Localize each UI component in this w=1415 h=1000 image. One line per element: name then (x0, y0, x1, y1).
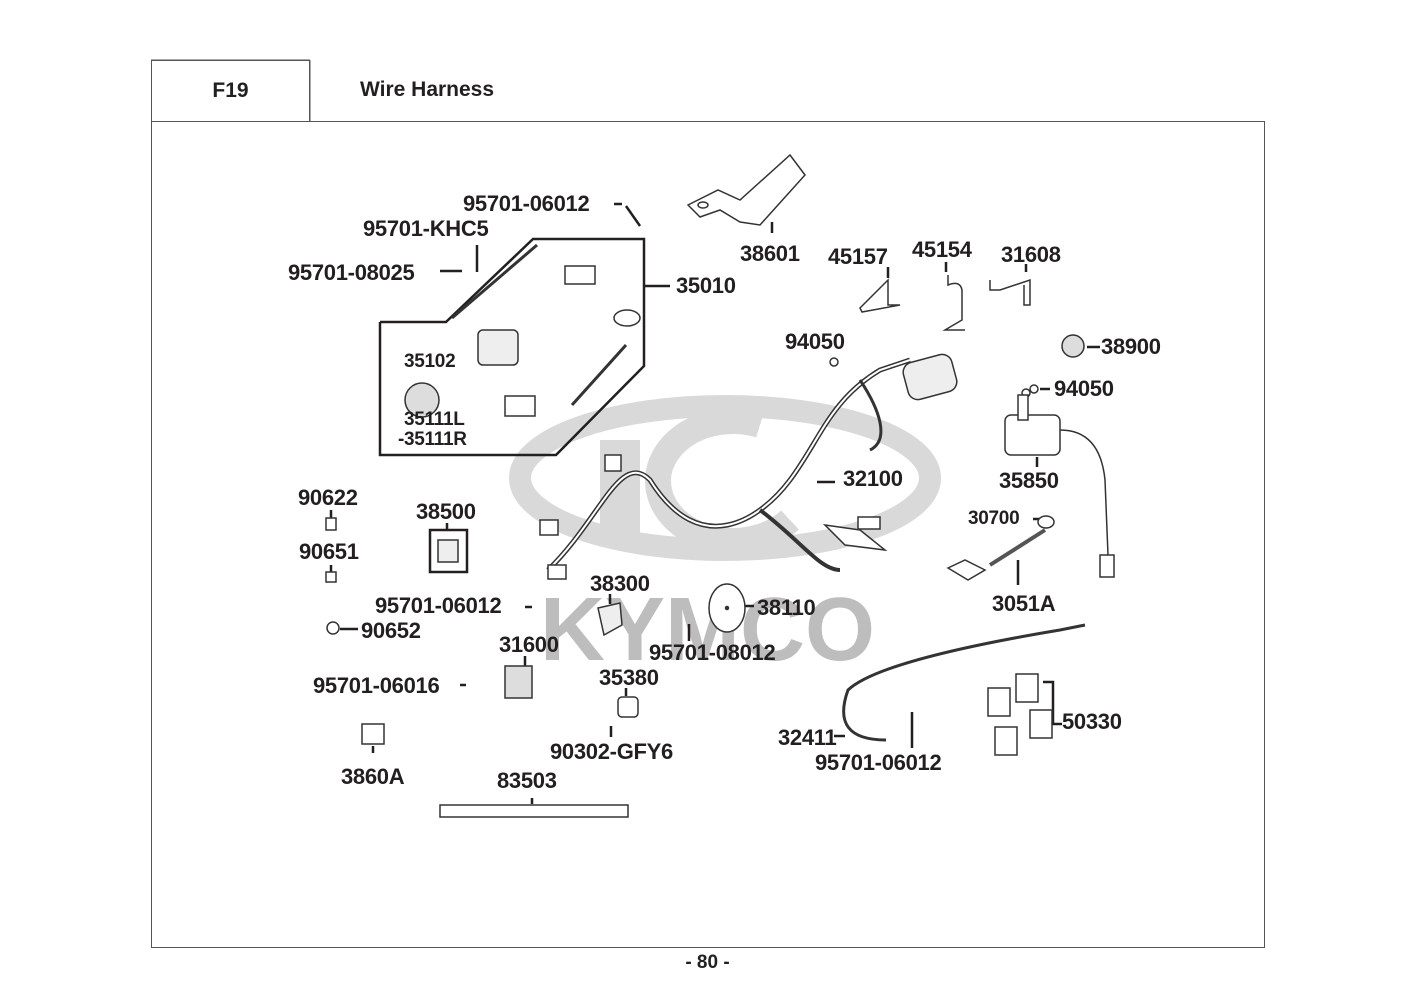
leader-lines (329, 202, 1100, 804)
part-label: 94050 (785, 329, 845, 354)
part-label: 45154 (912, 237, 972, 262)
part-35380-relay (617, 696, 639, 718)
part-label: 95701-08012 (649, 640, 776, 665)
part-label: 38300 (590, 571, 650, 596)
part-35850-coil (1004, 414, 1061, 456)
part-38300-switch (597, 602, 623, 637)
page-title: Wire Harness (360, 78, 495, 101)
part-32100-filter (902, 353, 958, 401)
part-94050-nut-b (1029, 384, 1039, 394)
part-label: 35111L (404, 409, 465, 430)
part-35010-cap (613, 309, 641, 327)
part-label: 35102 (404, 351, 456, 372)
part-label: 30700 (968, 508, 1020, 529)
part-label: 38500 (416, 499, 476, 524)
part-31608-clip (989, 278, 1031, 306)
part-90652-clamp (326, 621, 340, 635)
part-90622-clamp (325, 517, 337, 531)
part-label: 35010 (676, 273, 736, 298)
part-35102-cover (404, 382, 440, 418)
part-label: 90652 (361, 618, 421, 643)
part-32411-cable (842, 623, 1086, 742)
part-35010-cable (451, 243, 538, 320)
page-number: - 80 - (685, 952, 730, 973)
part-38500-relay (428, 528, 469, 574)
part-label: -35111R (398, 429, 467, 450)
part-label: 31608 (1001, 242, 1061, 267)
part-45157-stay (859, 278, 901, 313)
part-50330-pad (987, 687, 1011, 717)
part-label: 32100 (843, 466, 903, 491)
part-label: 90622 (298, 485, 358, 510)
part-label: 35850 (999, 468, 1059, 493)
part-label: 90302-GFY6 (550, 739, 673, 764)
part-label: 95701-06016 (313, 673, 440, 698)
part-35010-seat-lock (504, 395, 536, 417)
part-drawings (325, 153, 1115, 818)
part-label: 83503 (497, 768, 557, 793)
part-label: 95701-06012 (815, 750, 942, 775)
part-94050-nut-a (829, 357, 839, 367)
part-32100-fuse-holder (822, 523, 888, 552)
part-label: 94050 (1054, 376, 1114, 401)
part-label: 50330 (1062, 709, 1122, 734)
part-38601-bracket (686, 153, 806, 226)
part-90651-clamp (325, 571, 337, 583)
part-label: 95701-KHC5 (363, 216, 489, 241)
part-label: 95701-06012 (375, 593, 502, 618)
part-38900-sensor (1061, 334, 1085, 358)
part-label: 95701-06012 (463, 191, 590, 216)
part-31600-regulator (504, 665, 533, 699)
section-code: F19 (212, 79, 249, 102)
part-label: 3051A (992, 591, 1056, 616)
part-30700-cap (1037, 515, 1055, 529)
part-83503-tube (439, 804, 629, 818)
part-3051A-cable (988, 528, 1047, 567)
diagram-frame (151, 121, 1265, 948)
part-label: 38900 (1101, 334, 1161, 359)
part-label: 3860A (341, 764, 405, 789)
kit-35010-outline (378, 237, 646, 457)
part-connector-3051A (946, 559, 987, 581)
kymco-watermark-text: KYMCO (540, 580, 875, 680)
part-label: 38601 (740, 241, 800, 266)
part-32100-connector (604, 454, 622, 472)
part-label: 32411 (778, 725, 837, 750)
part-label: 95701-08025 (288, 260, 415, 285)
part-label: 31600 (499, 632, 559, 657)
part-label: 38110 (757, 595, 816, 620)
part-label: 45157 (828, 244, 888, 269)
part-3860A-unit (361, 723, 385, 745)
part-35010-lock (564, 265, 596, 285)
part-45154-stay (942, 275, 965, 331)
part-label: 90651 (299, 539, 359, 564)
part-35010-ignition-switch (477, 329, 519, 366)
part-label: 35380 (599, 665, 659, 690)
